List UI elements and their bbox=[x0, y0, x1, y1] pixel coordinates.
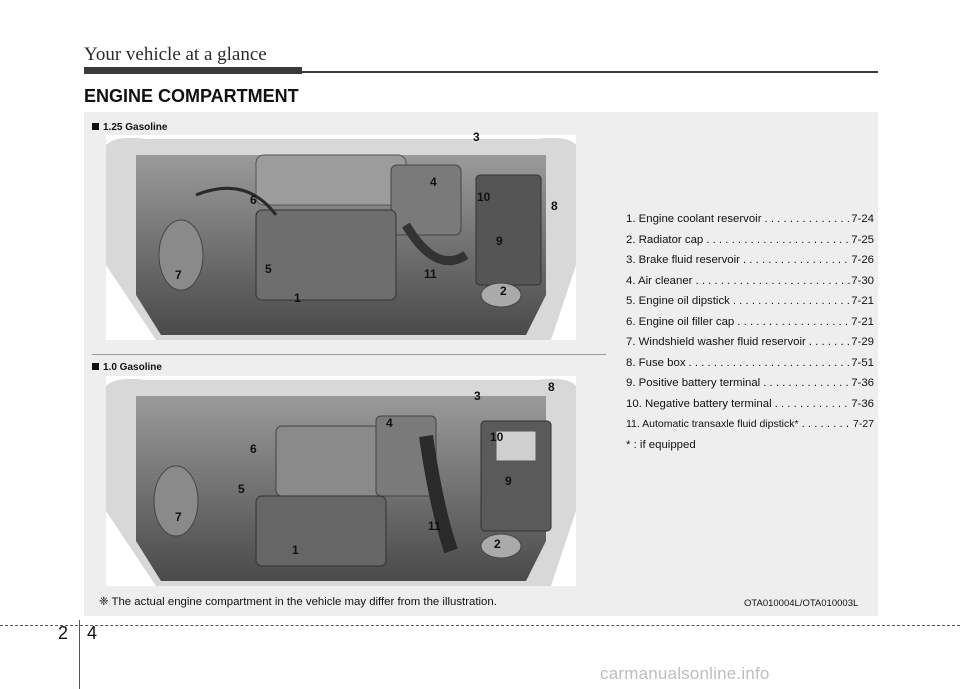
legend-item: 5. Engine oil dipstick7-21 bbox=[626, 291, 874, 312]
chapter-number: 2 bbox=[58, 623, 69, 643]
callout-9-b: 9 bbox=[505, 474, 512, 488]
watermark: carmanualsonline.info bbox=[600, 664, 770, 683]
legend-item: 11. Automatic transaxle fluid dipstick*7… bbox=[626, 414, 874, 435]
variant-label-2: 1.0 Gasoline bbox=[92, 362, 162, 373]
callout-3-b: 3 bbox=[474, 389, 481, 403]
legend-item: 8. Fuse box7-51 bbox=[626, 353, 874, 374]
callout-8-a: 8 bbox=[551, 199, 558, 213]
header-bar bbox=[84, 67, 302, 74]
callout-11-a: 11 bbox=[424, 267, 437, 281]
section-title: Your vehicle at a glance bbox=[84, 44, 267, 65]
callout-9-a: 9 bbox=[496, 234, 503, 248]
legend-item: 6. Engine oil filler cap7-21 bbox=[626, 312, 874, 333]
variant-label-1: 1.25 Gasoline bbox=[92, 122, 167, 133]
callout-7-a: 7 bbox=[175, 268, 182, 282]
callout-6-b: 6 bbox=[250, 442, 257, 456]
engine-illustration-1 bbox=[106, 135, 576, 340]
callout-4-b: 4 bbox=[386, 416, 393, 430]
callout-8-b: 8 bbox=[548, 380, 555, 394]
callout-5-b: 5 bbox=[238, 482, 245, 496]
callout-5-a: 5 bbox=[265, 262, 272, 276]
legend-item: 9. Positive battery terminal7-36 bbox=[626, 373, 874, 394]
header-rule bbox=[302, 71, 878, 73]
bullet-square-icon bbox=[92, 123, 99, 130]
legend-item: 10. Negative battery terminal7-36 bbox=[626, 394, 874, 415]
footer-separator bbox=[79, 620, 80, 689]
callout-11-b: 11 bbox=[428, 519, 441, 533]
legend-item: 2. Radiator cap7-25 bbox=[626, 230, 874, 251]
callout-6-a: 6 bbox=[250, 193, 257, 207]
legend-item: 7. Windshield washer fluid reservoir7-29 bbox=[626, 332, 874, 353]
callout-3-a: 3 bbox=[473, 130, 480, 144]
footer-rule bbox=[0, 625, 960, 626]
page-number: 4 bbox=[87, 623, 98, 643]
callout-2-b: 2 bbox=[494, 537, 501, 551]
callout-1-a: 1 bbox=[294, 291, 301, 305]
callout-7-b: 7 bbox=[175, 510, 182, 524]
figure-code: OTA010004L/OTA010003L bbox=[744, 598, 859, 609]
callout-2-a: 2 bbox=[500, 284, 507, 298]
bullet-square-icon bbox=[92, 363, 99, 370]
callout-10-b: 10 bbox=[490, 430, 504, 444]
illustration-note: ❈ The actual engine compartment in the v… bbox=[99, 596, 497, 608]
callout-4-a: 4 bbox=[430, 175, 437, 189]
callout-1-b: 1 bbox=[292, 543, 299, 557]
section-divider bbox=[92, 354, 606, 355]
legend-item: 4. Air cleaner7-30 bbox=[626, 271, 874, 292]
callout-10-a: 10 bbox=[477, 190, 491, 204]
legend-item: 1. Engine coolant reservoir7-24 bbox=[626, 209, 874, 230]
engine-illustration-2 bbox=[106, 376, 576, 586]
page-heading: ENGINE COMPARTMENT bbox=[84, 86, 299, 106]
footnote: * : if equipped bbox=[626, 438, 696, 451]
legend-item: 3. Brake fluid reservoir7-26 bbox=[626, 250, 874, 271]
component-legend: 1. Engine coolant reservoir7-24 2. Radia… bbox=[626, 209, 874, 455]
